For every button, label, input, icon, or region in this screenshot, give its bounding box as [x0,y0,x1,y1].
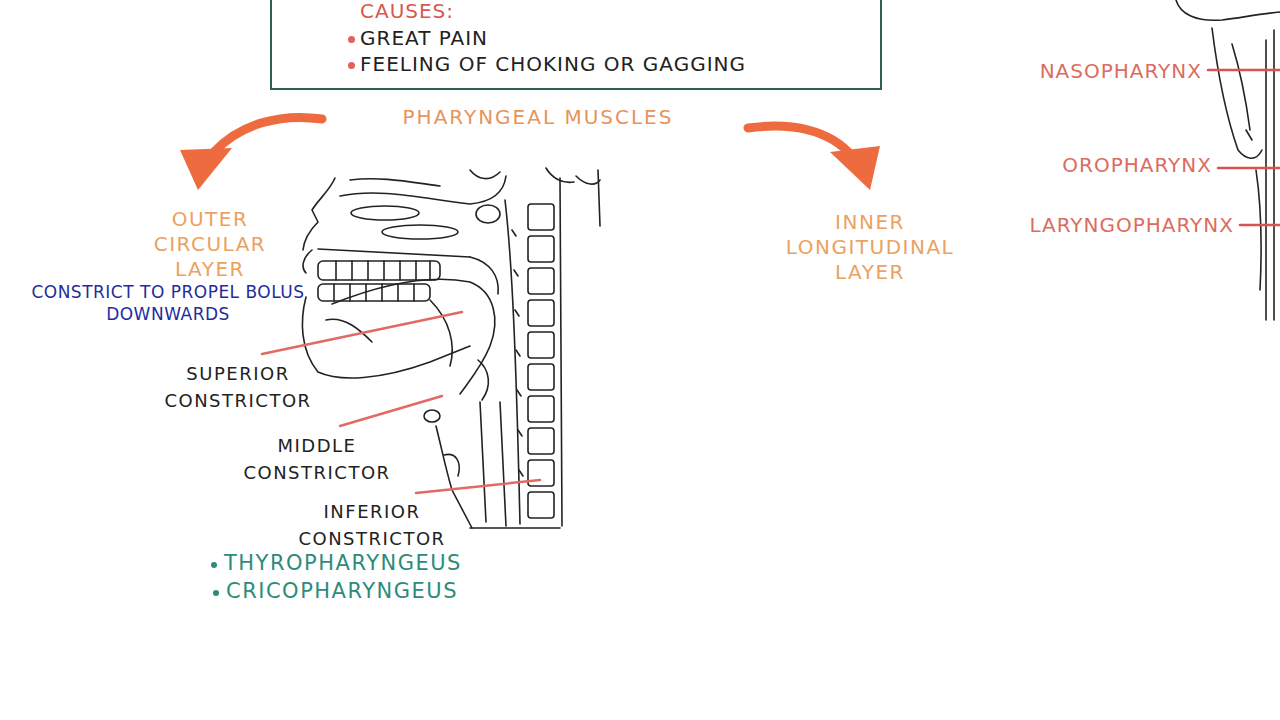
box-item: GREAT PAIN [360,26,488,50]
section-heading: PHARYNGEAL MUSCLES [358,104,718,130]
muscle-label: MIDDLE CONSTRICTOR [227,432,407,486]
box-heading: CAUSES: [360,0,454,23]
region-leader-lines [1208,70,1280,225]
box-item: FEELING OF CHOKING OR GAGGING [360,52,746,76]
bullet-dot [211,562,217,568]
layer-label: INNER LONGITUDINAL LAYER [765,210,975,285]
function-note: CONSTRICT TO PROPEL BOLUS DOWNWARDS [31,281,306,325]
bullet-dot [348,36,355,43]
muscle-label: SUPERIOR CONSTRICTOR [148,360,328,414]
muscle-part-label: CRICOPHARYNGEUS [226,578,458,604]
info-box: CAUSES: GREAT PAINFEELING OF CHOKING OR G… [270,0,882,90]
bullet-dot [348,62,355,69]
region-label: OROPHARYNX [1062,153,1212,177]
region-label: LARYNGOPHARYNX [1029,213,1234,237]
region-label: NASOPHARYNX [1040,59,1202,83]
bullet-dot [213,590,219,596]
layer-label: OUTER CIRCULAR LAYER [135,207,285,282]
muscle-part-label: THYROPHARYNGEUS [224,550,462,576]
muscle-label: INFERIOR CONSTRICTOR [277,498,467,552]
